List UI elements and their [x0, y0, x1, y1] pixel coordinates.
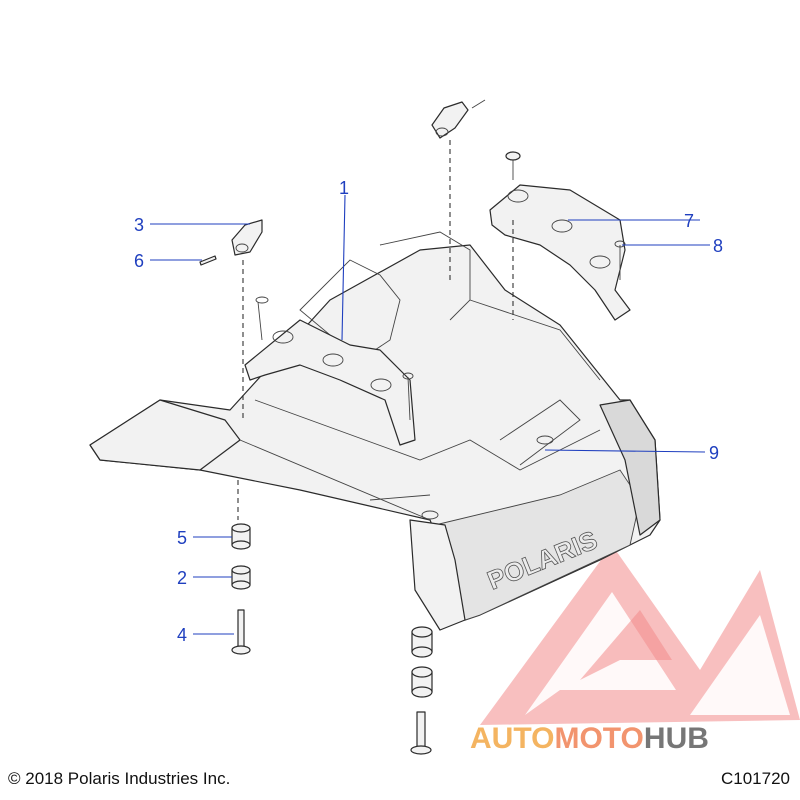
callout-3: 3	[134, 215, 144, 235]
latch-clip-right	[431, 99, 486, 139]
figure-id: C101720	[720, 769, 790, 788]
watermark-logo	[480, 545, 800, 725]
latch-clip-left	[231, 219, 263, 256]
copyright-text: © 2018 Polaris Industries Inc.	[8, 769, 231, 788]
rack-frame: POLARIS	[89, 231, 661, 631]
callout-7: 7	[684, 211, 694, 231]
watermark-auto: AUTO	[470, 722, 554, 755]
watermark-wordmark: AUTOMOTOHUB	[470, 722, 709, 755]
callout-9: 9	[709, 443, 719, 463]
callout-1: 1	[339, 178, 349, 198]
callout-5: 5	[177, 528, 187, 548]
watermark-moto: MOTO	[554, 722, 643, 755]
isolator-stack-left	[231, 523, 251, 655]
svg-text:AUTOMOTOHUB: AUTOMOTOHUB	[470, 722, 709, 755]
callout-labels: 1 2 3 4 5 6 7 8 9	[134, 178, 723, 645]
callout-2: 2	[177, 568, 187, 588]
right-bracket	[489, 184, 631, 321]
callout-4: 4	[177, 625, 187, 645]
roll-pin	[199, 255, 217, 266]
callout-6: 6	[134, 251, 144, 271]
watermark-hub: HUB	[644, 722, 709, 755]
top-bolt	[505, 151, 521, 180]
left-bracket	[244, 296, 416, 446]
callout-leaders	[150, 194, 710, 635]
callout-8: 8	[713, 236, 723, 256]
isolator-stack-right	[410, 626, 433, 755]
